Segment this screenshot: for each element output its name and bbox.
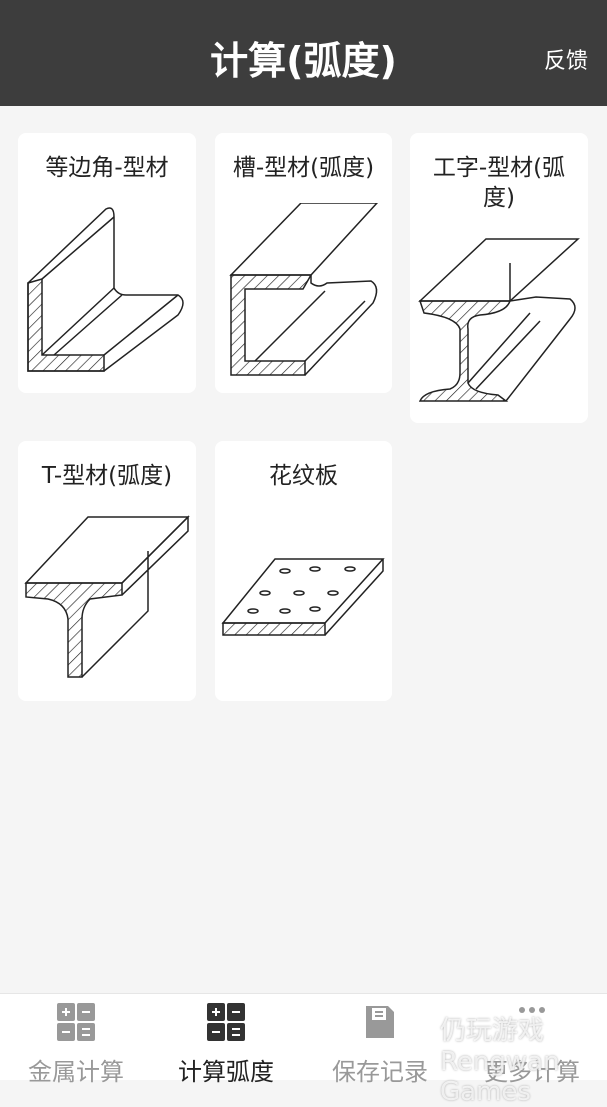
card-i-beam[interactable]: 工字-型材(弧度) [410, 133, 588, 423]
save-icon [366, 1006, 394, 1038]
equal-angle-drawing [27, 207, 184, 372]
card-t-beam[interactable]: T-型材(弧度) [18, 441, 196, 701]
card-label: 工字-型材(弧度) [432, 155, 566, 211]
card-label: 花纹板 [269, 463, 338, 489]
nav-label: 保存记录 [332, 1058, 428, 1086]
checker-plate-drawing [221, 558, 385, 636]
calculator-icon [207, 1003, 245, 1041]
nav-saved-records[interactable]: 保存记录 [304, 994, 456, 1087]
more-icon [519, 1007, 545, 1013]
channel-drawing [229, 203, 379, 376]
nav-label: 计算弧度 [178, 1058, 274, 1086]
nav-radian-calc[interactable]: 计算弧度 [150, 994, 302, 1087]
calculator-icon [57, 1003, 95, 1041]
app-header: 计算(弧度) 反馈 [0, 0, 607, 106]
watermark: 仍玩游戏 Rengwan Games [440, 1016, 560, 1107]
card-label: T-型材(弧度) [41, 463, 173, 489]
i-beam-drawing [418, 238, 580, 402]
card-label: 等边角-型材 [45, 155, 169, 181]
card-label: 槽-型材(弧度) [232, 155, 375, 181]
card-equal-angle[interactable]: 等边角-型材 [18, 133, 196, 393]
page-title: 计算(弧度) [210, 39, 397, 83]
card-channel[interactable]: 槽-型材(弧度) [215, 133, 392, 393]
nav-label: 金属计算 [28, 1058, 124, 1086]
nav-metal-calc[interactable]: 金属计算 [0, 994, 152, 1087]
card-checker-plate[interactable]: 花纹板 [215, 441, 392, 701]
t-beam-drawing [24, 515, 190, 678]
feedback-button[interactable]: 反馈 [543, 49, 588, 74]
